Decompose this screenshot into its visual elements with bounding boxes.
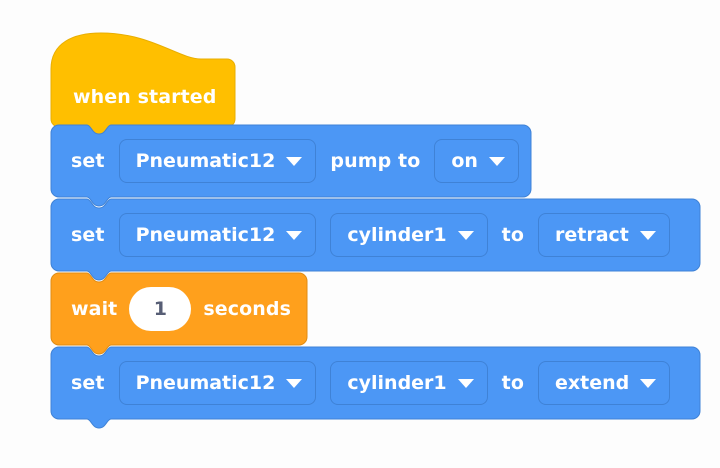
block-wait-seconds[interactable]: wait 1 seconds xyxy=(50,272,308,355)
set-pump-state-dropdown[interactable]: on xyxy=(434,139,519,183)
block-set-cylinder-extend[interactable]: set Pneumatic12 cylinder1 to extend xyxy=(50,346,701,431)
set-cylinder-retract-port-dropdown[interactable]: cylinder1 xyxy=(330,213,488,257)
set-cylinder-retract-port-value: cylinder1 xyxy=(347,223,447,246)
set-cylinder-extend-device-dropdown[interactable]: Pneumatic12 xyxy=(118,361,317,405)
wait-duration-value: 1 xyxy=(153,297,167,320)
set-cylinder-extend-prefix-label: set xyxy=(71,371,105,394)
set-pump-content: set Pneumatic12 pump to on xyxy=(51,125,519,197)
wait-duration-input[interactable]: 1 xyxy=(129,287,192,331)
wait-seconds-content: wait 1 seconds xyxy=(51,273,291,345)
set-cylinder-extend-middle-label: to xyxy=(501,371,524,394)
set-cylinder-retract-device-value: Pneumatic12 xyxy=(135,223,276,246)
when-started-label: when started xyxy=(73,85,217,108)
set-cylinder-retract-device-dropdown[interactable]: Pneumatic12 xyxy=(118,213,317,257)
chevron-down-icon xyxy=(488,157,505,166)
chevron-down-icon xyxy=(286,379,303,388)
set-cylinder-extend-state-dropdown[interactable]: extend xyxy=(538,361,671,405)
block-set-cylinder-retract[interactable]: set Pneumatic12 cylinder1 to retract xyxy=(50,198,701,281)
set-pump-prefix-label: set xyxy=(71,149,105,172)
chevron-down-icon xyxy=(639,231,656,240)
set-pump-device-value: Pneumatic12 xyxy=(135,149,276,172)
set-cylinder-extend-port-value: cylinder1 xyxy=(347,371,447,394)
set-cylinder-extend-content: set Pneumatic12 cylinder1 to extend xyxy=(51,347,671,419)
chevron-down-icon xyxy=(286,157,303,166)
set-cylinder-retract-middle-label: to xyxy=(501,223,524,246)
set-cylinder-retract-content: set Pneumatic12 cylinder1 to retract xyxy=(51,199,670,271)
wait-suffix-label: seconds xyxy=(203,297,292,320)
chevron-down-icon xyxy=(457,379,474,388)
chevron-down-icon xyxy=(640,379,657,388)
set-cylinder-retract-state-dropdown[interactable]: retract xyxy=(538,213,670,257)
wait-prefix-label: wait xyxy=(71,297,118,320)
when-started-content: when started xyxy=(51,33,216,133)
set-cylinder-retract-prefix-label: set xyxy=(71,223,105,246)
set-pump-state-value: on xyxy=(451,149,478,172)
set-pump-middle-label: pump to xyxy=(330,149,421,172)
set-pump-device-dropdown[interactable]: Pneumatic12 xyxy=(118,139,317,183)
chevron-down-icon xyxy=(286,231,303,240)
set-cylinder-extend-state-value: extend xyxy=(555,371,630,394)
set-cylinder-extend-port-dropdown[interactable]: cylinder1 xyxy=(330,361,488,405)
set-cylinder-retract-state-value: retract xyxy=(555,223,629,246)
block-when-started[interactable]: when started xyxy=(50,32,239,137)
set-cylinder-extend-device-value: Pneumatic12 xyxy=(135,371,276,394)
block-set-pump[interactable]: set Pneumatic12 pump to on xyxy=(50,124,532,207)
chevron-down-icon xyxy=(457,231,474,240)
